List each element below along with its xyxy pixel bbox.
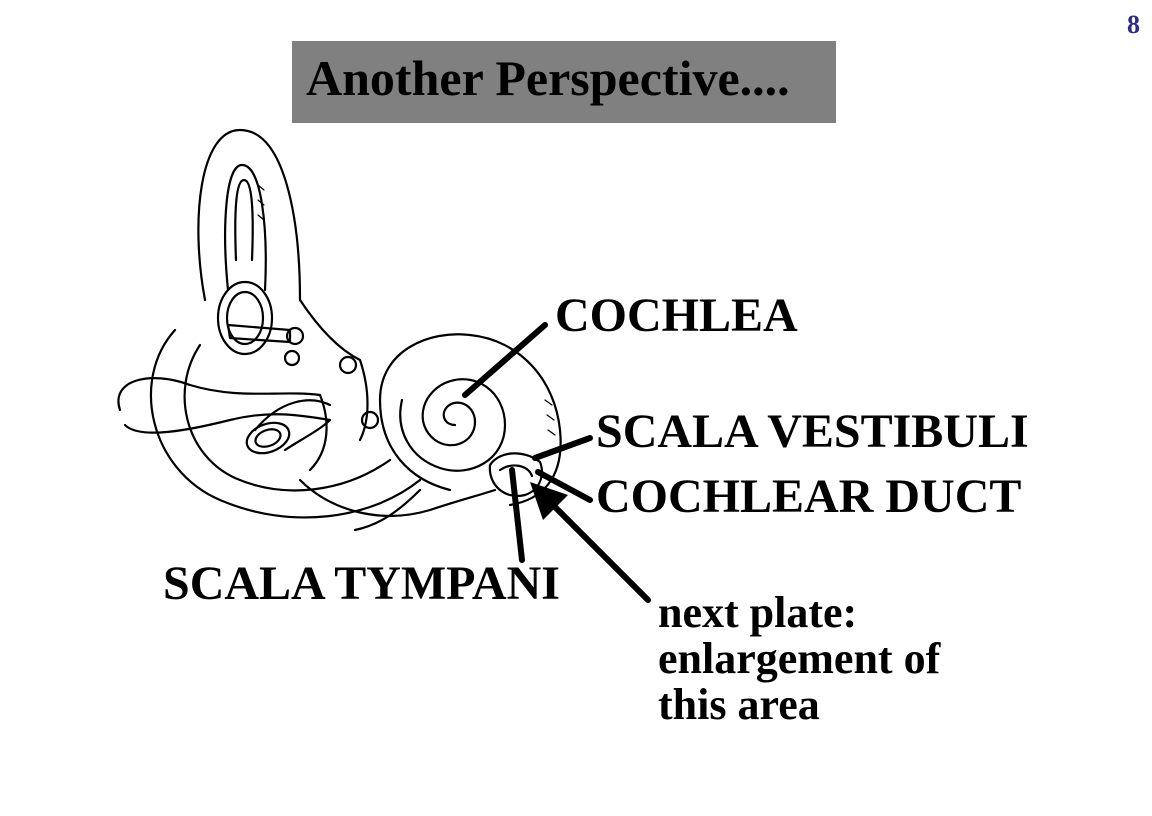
note-line-2: enlargement of	[658, 634, 941, 683]
posterior-canal	[149, 328, 422, 519]
enlargement-arrow-shaft	[545, 497, 651, 603]
horizontal-canal	[117, 377, 322, 412]
note-line-1: next plate:	[658, 588, 858, 637]
superior-canal	[197, 128, 302, 302]
oval-window	[216, 280, 274, 356]
page-number: 8	[1127, 10, 1140, 39]
round-window	[245, 421, 291, 455]
cochlea-spiral	[399, 378, 507, 472]
vestibule	[298, 298, 369, 442]
scala-tympani-pointer	[509, 467, 525, 563]
note-line-3: this area	[658, 680, 820, 729]
page-title: Another Perspective....	[306, 50, 790, 106]
scala-vestibuli-pointer	[532, 435, 593, 461]
label-scala-vestibuli: SCALA VESTIBULI	[596, 405, 1029, 458]
title-box: Another Perspective....	[292, 41, 836, 123]
cochlea-pointer	[462, 322, 548, 398]
label-scala-tympani: SCALA TYMPANI	[163, 557, 560, 610]
enlargement-arrowhead	[530, 482, 568, 520]
cochlear-duct-pointer	[535, 469, 593, 503]
cochlea-shell	[378, 333, 562, 507]
label-cochlea: COCHLEA	[555, 289, 798, 342]
duct-section	[488, 452, 543, 498]
label-cochlear-duct: COCHLEAR DUCT	[596, 470, 1022, 523]
